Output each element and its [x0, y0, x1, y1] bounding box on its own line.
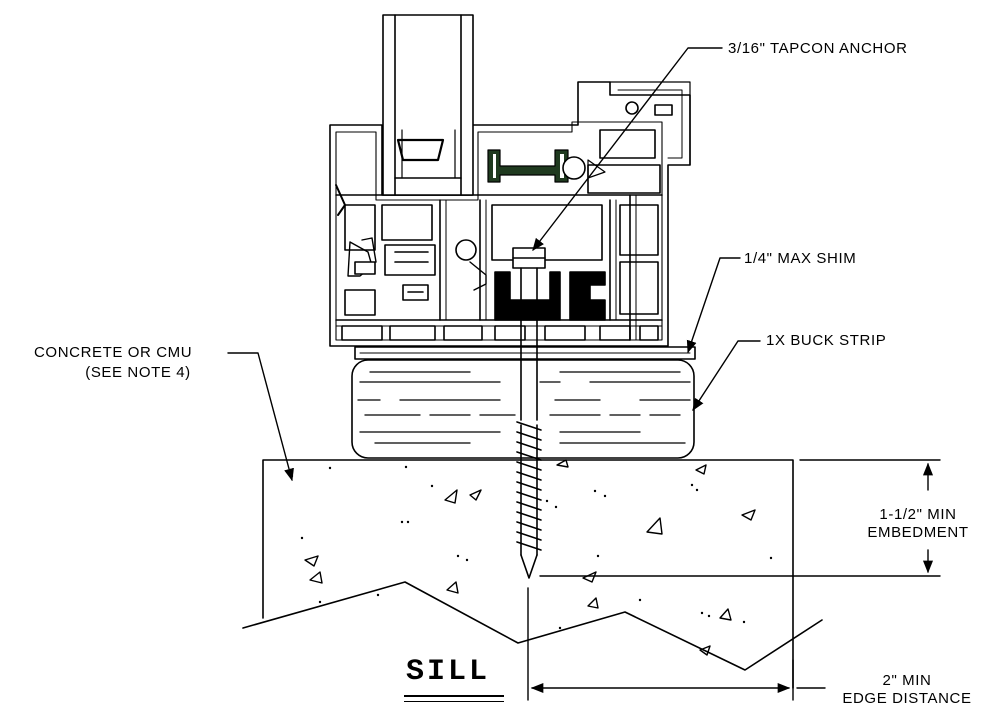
embedment-dim-line2: EMBEDMENT	[867, 524, 969, 541]
tapcon-anchor	[513, 248, 545, 578]
thermal-inserts	[456, 150, 605, 320]
sash-stile	[383, 15, 473, 195]
concrete-break-line	[243, 582, 822, 670]
buck-strip-grain	[358, 372, 690, 443]
substrate-callout-line2: (SEE NOTE 4)	[85, 364, 191, 381]
concrete-substrate	[243, 460, 822, 688]
substrate-callout-line1: CONCRETE OR CMU	[34, 344, 193, 361]
detail-title: SILL	[406, 655, 491, 689]
shim-callout: 1/4" MAX SHIM	[744, 250, 857, 267]
concrete-aggregate	[305, 460, 755, 655]
shim-leader	[686, 258, 740, 354]
window-frame	[330, 82, 690, 346]
lower-insert	[495, 272, 560, 320]
embedment-dim-line1: 1-1/2" MIN	[879, 506, 957, 523]
anchor-threads	[517, 422, 541, 555]
anchor-leader	[532, 48, 722, 251]
shim-plate	[355, 347, 695, 359]
buck-leader	[693, 341, 760, 412]
anchor-tip	[521, 555, 537, 578]
concrete-outline	[263, 460, 793, 688]
shim	[355, 347, 695, 359]
glazing-bead	[398, 140, 443, 160]
sash-body	[383, 15, 473, 195]
substrate-leader	[228, 353, 294, 482]
title-underline	[404, 695, 504, 697]
upper-gasket	[488, 150, 568, 182]
callout-leaders	[228, 48, 760, 482]
edge-dim-line2: EDGE DISTANCE	[842, 690, 972, 707]
embedment-dimension	[540, 460, 940, 576]
buck-strip-callout: 1X BUCK STRIP	[766, 332, 887, 349]
frame-outline	[330, 82, 690, 346]
title-underline-2	[404, 701, 504, 702]
anchor-callout: 3/16" TAPCON ANCHOR	[728, 40, 908, 57]
edge-distance-dimension	[528, 588, 825, 700]
edge-dim-line1: 2" MIN	[882, 672, 932, 689]
concrete-dots	[290, 465, 773, 630]
exterior-clips	[336, 185, 435, 300]
